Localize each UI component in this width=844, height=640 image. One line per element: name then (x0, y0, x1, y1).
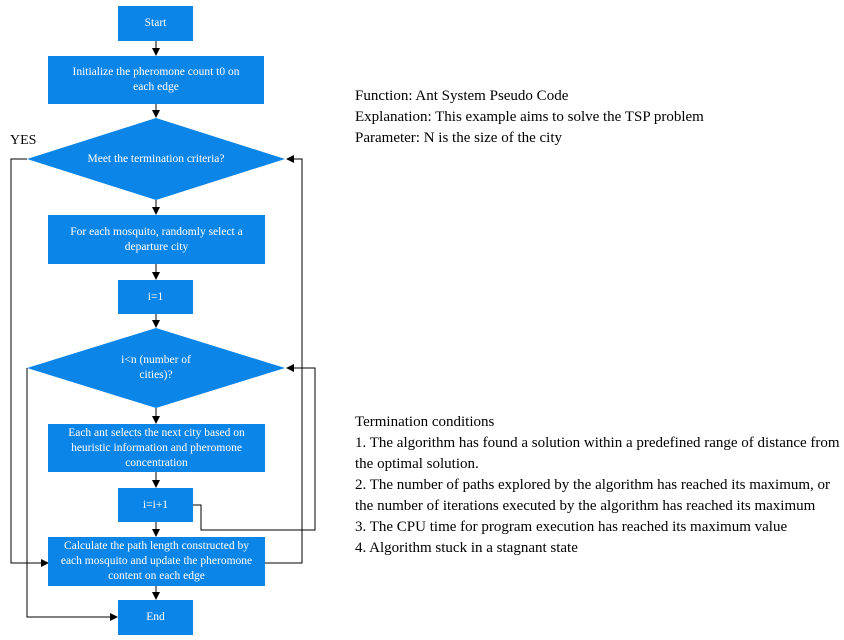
description-parameter: Parameter: N is the size of the city (355, 130, 563, 146)
calculate-update-node: Calculate the path length constructed by… (48, 537, 265, 586)
termination-item: 2. The number of paths explored by the a… (355, 477, 831, 514)
init-pheromone-node: Initialize the pheromone count t0 on eac… (48, 56, 264, 104)
connector-yes-to-calculate (10, 158, 49, 567)
connector-exit-to-end (26, 368, 118, 621)
termination-item: 4. Algorithm stuck in a stagnant state (355, 540, 578, 556)
termination-item: 1. The algorithm has found a solution wi… (355, 435, 840, 472)
start-node: Start (118, 6, 193, 41)
select-next-city-node: Each ant selects the next city based on … (48, 424, 265, 472)
description-function: Function: Ant System Pseudo Code (355, 88, 569, 104)
termination-decision-label: Meet the termination criteria? (87, 152, 225, 165)
description-explanation: Explanation: This example aims to solve … (355, 109, 704, 125)
i-init-node: i=1 (118, 280, 193, 314)
select-departure-node: For each mosquito, randomly select a dep… (48, 215, 265, 264)
termination-title: Termination conditions (355, 414, 495, 430)
i-increment-node: i=i+1 (118, 488, 193, 522)
connector-increment-loop (193, 364, 316, 531)
city-loop-decision-shape (27, 328, 285, 408)
end-node: End (118, 600, 193, 635)
yes-label: YES (10, 133, 37, 148)
connector-calculate-loop (265, 155, 303, 564)
termination-conditions: Termination conditions 1. The algorithm … (355, 412, 841, 559)
termination-decision-shape (27, 118, 285, 200)
city-loop-decision-label: i<n (number of cities)? (121, 354, 191, 381)
termination-item: 3. The CPU time for program execution ha… (355, 519, 788, 535)
